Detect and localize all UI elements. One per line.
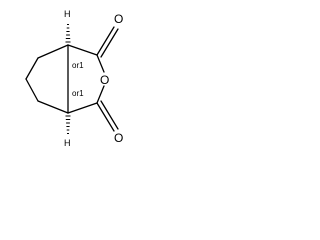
atom-o-carbonyl-top: O xyxy=(114,12,123,26)
double-bond-top-b xyxy=(100,28,119,58)
bond-carbonyl-bottom-c5 xyxy=(67,102,98,114)
bond-c4-c5 xyxy=(37,100,69,114)
atom-o-carbonyl-bottom: O xyxy=(114,131,123,145)
bond-c3-c4 xyxy=(25,78,39,102)
bond-c1-c2 xyxy=(37,44,69,59)
double-bond-top-a xyxy=(96,26,115,56)
bond-carbonyl-top-ring-o xyxy=(96,54,105,73)
atom-h-top: H xyxy=(64,9,71,19)
atom-h-bottom: H xyxy=(64,138,71,148)
bond-ring-o-carbonyl-bottom xyxy=(96,85,105,104)
hashed-bond-bottom xyxy=(65,115,71,134)
double-bond-bottom-a xyxy=(96,102,115,132)
stereo-label-top: or1 xyxy=(72,61,84,70)
stereo-label-bottom: or1 xyxy=(72,89,84,98)
atom-o-ring: O xyxy=(100,73,109,87)
double-bond-bottom-b xyxy=(100,100,119,130)
bond-c2-c3 xyxy=(25,57,39,80)
bond-c1-carbonyl-top xyxy=(67,44,98,56)
chemical-structure: H H O O O or1 or1 xyxy=(25,9,123,148)
hashed-bond-top xyxy=(65,24,71,43)
